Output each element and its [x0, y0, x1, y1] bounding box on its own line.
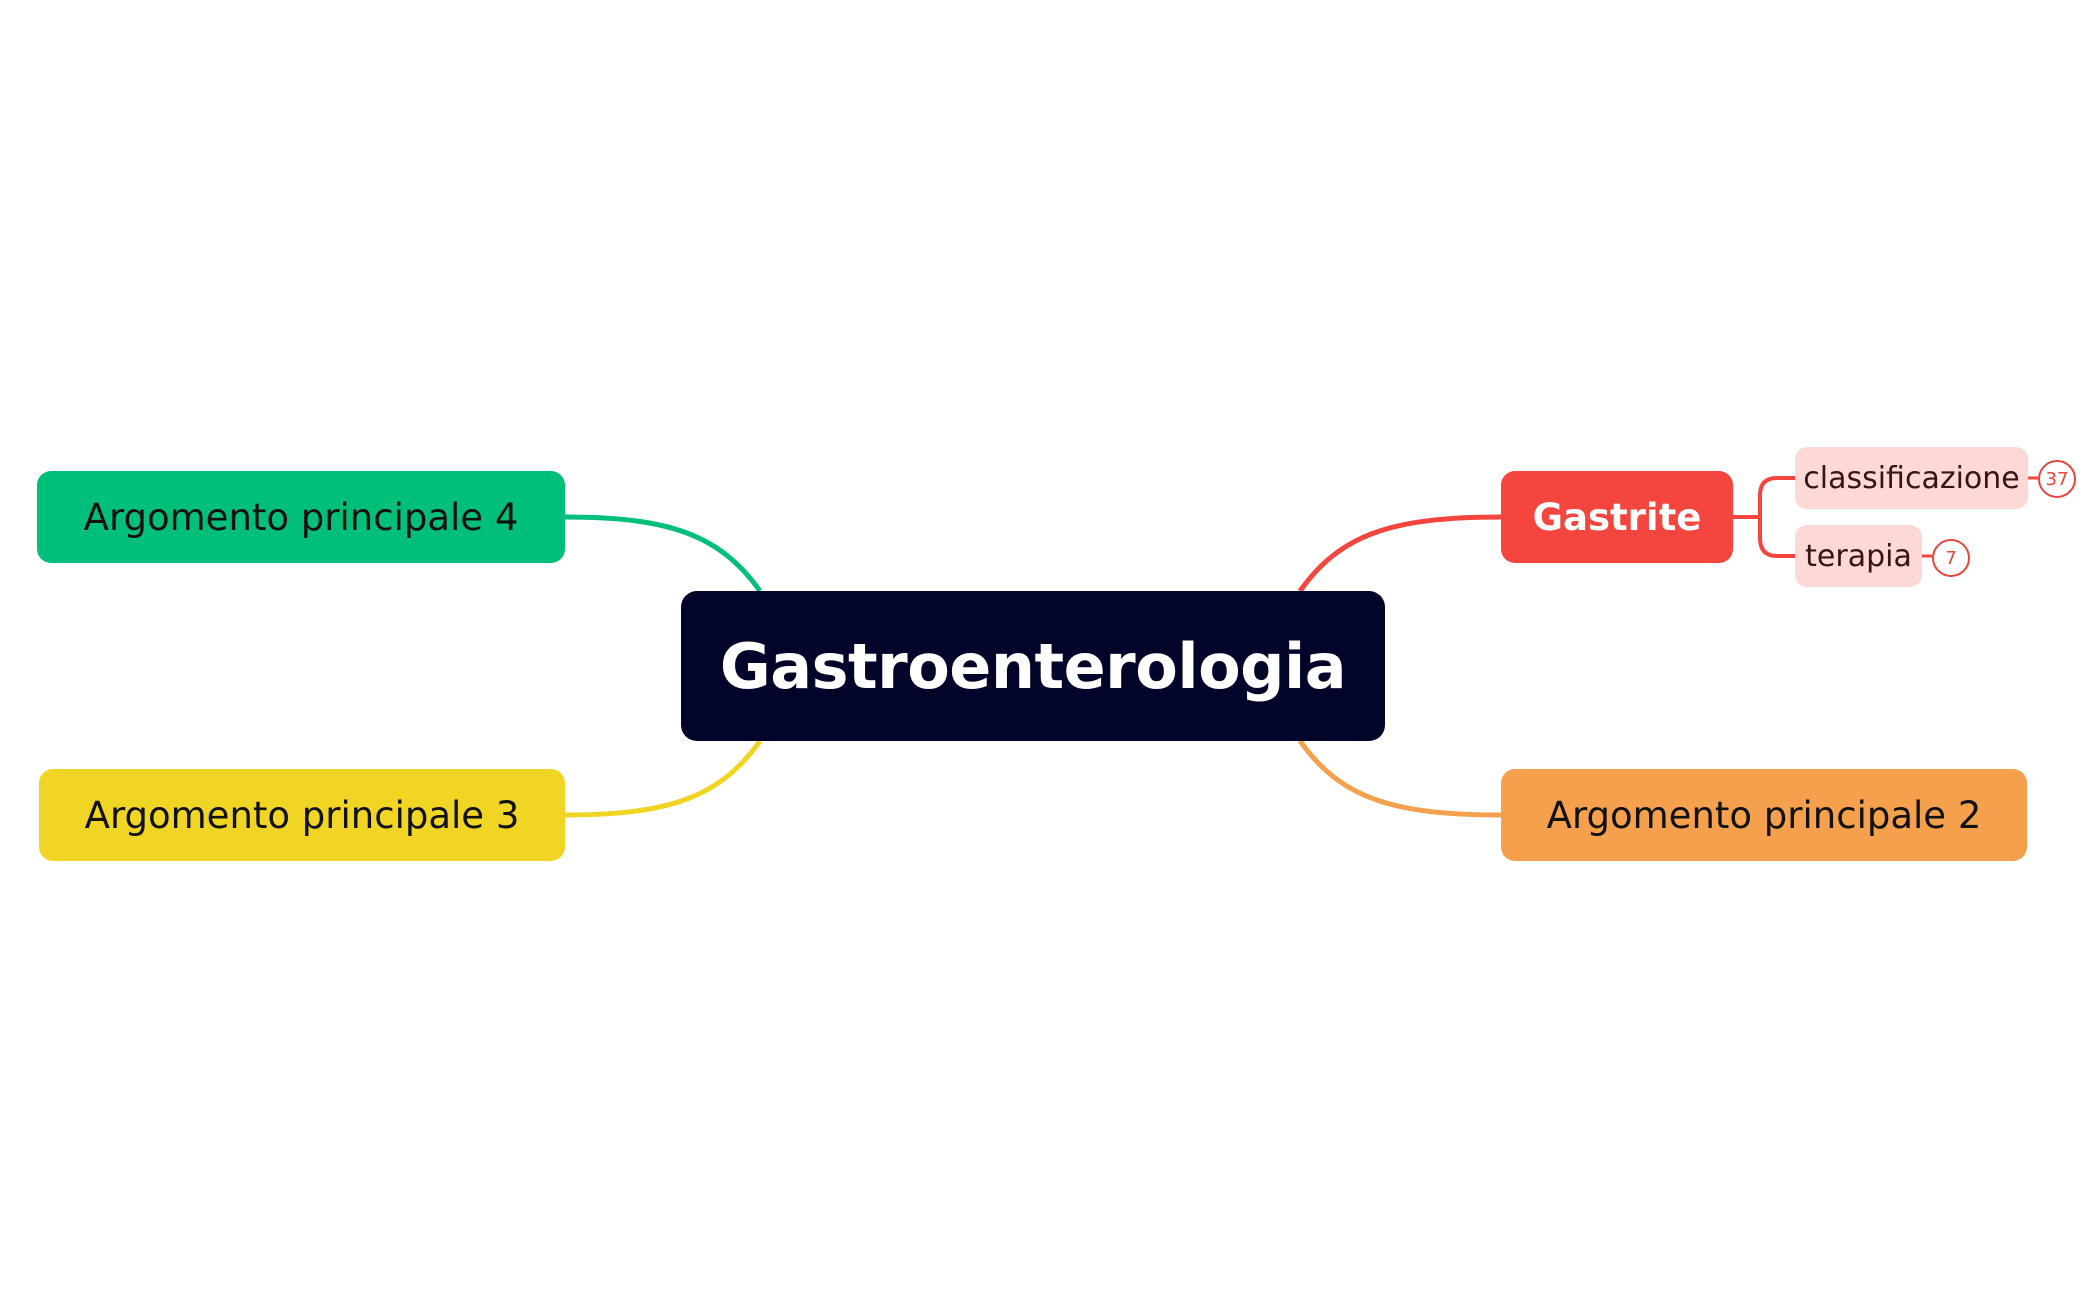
- connector-gastrite-children: [1733, 476, 1795, 558]
- subtopic-terapia-label: terapia: [1805, 538, 1912, 574]
- connector-arg4: [564, 514, 763, 593]
- topic-argomento-principale-4[interactable]: Argomento principale 4: [37, 471, 565, 563]
- topic-gastrite-label: Gastrite: [1532, 495, 1702, 539]
- topic-gastrite[interactable]: Gastrite: [1501, 471, 1733, 563]
- topic-argomento-principale-2[interactable]: Argomento principale 2: [1501, 769, 2027, 861]
- connector-arg3: [564, 739, 763, 818]
- topic-arg4-label: Argomento principale 4: [83, 495, 519, 539]
- central-topic-label: Gastroenterologia: [719, 629, 1347, 703]
- subtopic-terapia[interactable]: terapia: [1795, 525, 1922, 587]
- topic-arg3-label: Argomento principale 3: [84, 793, 520, 837]
- connector-gastrite: [1297, 514, 1502, 593]
- central-topic[interactable]: Gastroenterologia: [681, 591, 1385, 741]
- collapsed-count-label: 37: [2045, 468, 2069, 490]
- subtopic-classificazione[interactable]: classificazione: [1795, 447, 2028, 509]
- collapsed-count-badge[interactable]: 37: [2038, 460, 2076, 498]
- connector-arg2: [1297, 739, 1502, 818]
- collapsed-count-label: 7: [1945, 547, 1957, 569]
- subtopic-classificazione-label: classificazione: [1803, 460, 2020, 496]
- topic-argomento-principale-3[interactable]: Argomento principale 3: [39, 769, 565, 861]
- topic-arg2-label: Argomento principale 2: [1546, 793, 1982, 837]
- collapsed-count-badge[interactable]: 7: [1932, 539, 1970, 577]
